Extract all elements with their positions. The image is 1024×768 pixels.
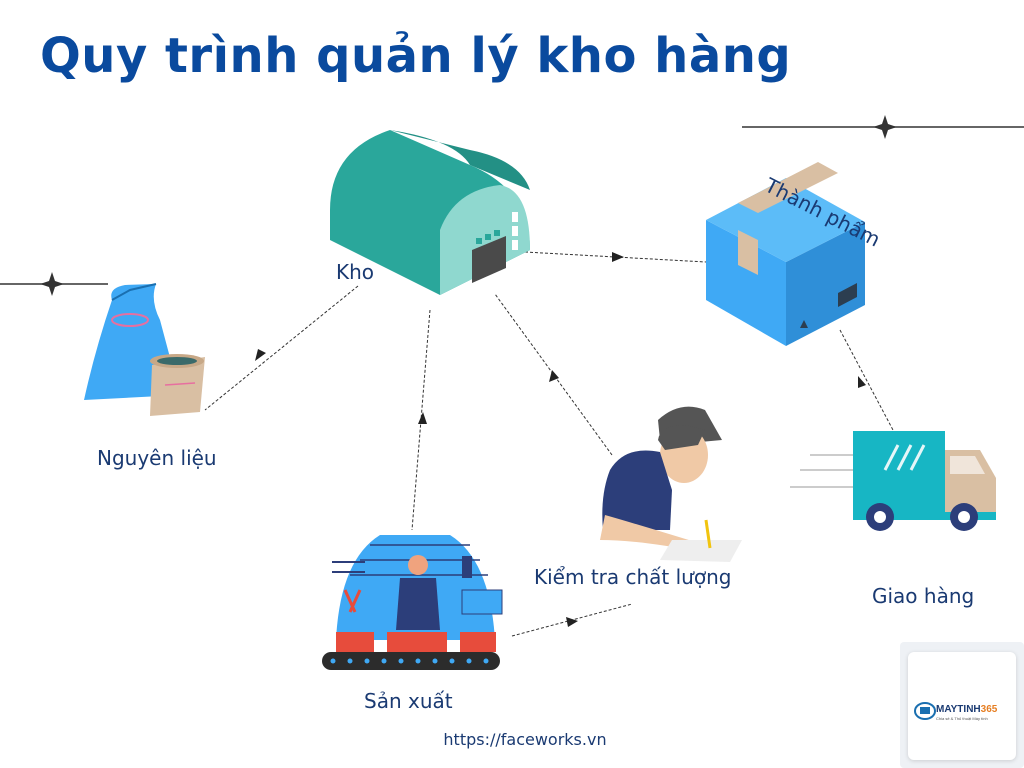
watermark-card: MAYTINH365 Chia sẻ & Thủ thuật Máy tính <box>908 652 1016 760</box>
production-icon <box>322 535 503 670</box>
node-label-nguyen-lieu: Nguyên liệu <box>97 446 217 470</box>
node-label-giao-hang: Giao hàng <box>872 584 975 608</box>
warehouse-icon <box>330 130 530 295</box>
inspector-icon <box>600 406 742 562</box>
brand-tagline: Chia sẻ & Thủ thuật Máy tính <box>936 716 988 721</box>
delivery-truck-icon <box>790 431 996 531</box>
footer-url: https://faceworks.vn <box>443 730 607 749</box>
arrow-thanhpham-to-giaohang <box>839 329 894 431</box>
page-title: Quy trình quản lý kho hàng <box>40 28 792 84</box>
decor-line-right <box>742 115 1024 139</box>
product-box-icon <box>706 162 865 346</box>
monitor-logo-icon <box>914 702 936 720</box>
arrow-kho-to-nguyenlieu <box>204 285 359 411</box>
node-label-san-xuat: Sản xuất <box>364 689 453 713</box>
raw-material-icon <box>84 283 205 416</box>
node-label-kho: Kho <box>336 260 375 284</box>
watermark-badge: MAYTINH365 Chia sẻ & Thủ thuật Máy tính <box>900 642 1024 768</box>
node-label-kiem-tra: Kiểm tra chất lượng <box>534 565 732 589</box>
brand-name: MAYTINH365 <box>936 704 998 715</box>
decor-line-left <box>0 272 108 296</box>
arrow-kiemtra-to-kho <box>494 293 613 456</box>
